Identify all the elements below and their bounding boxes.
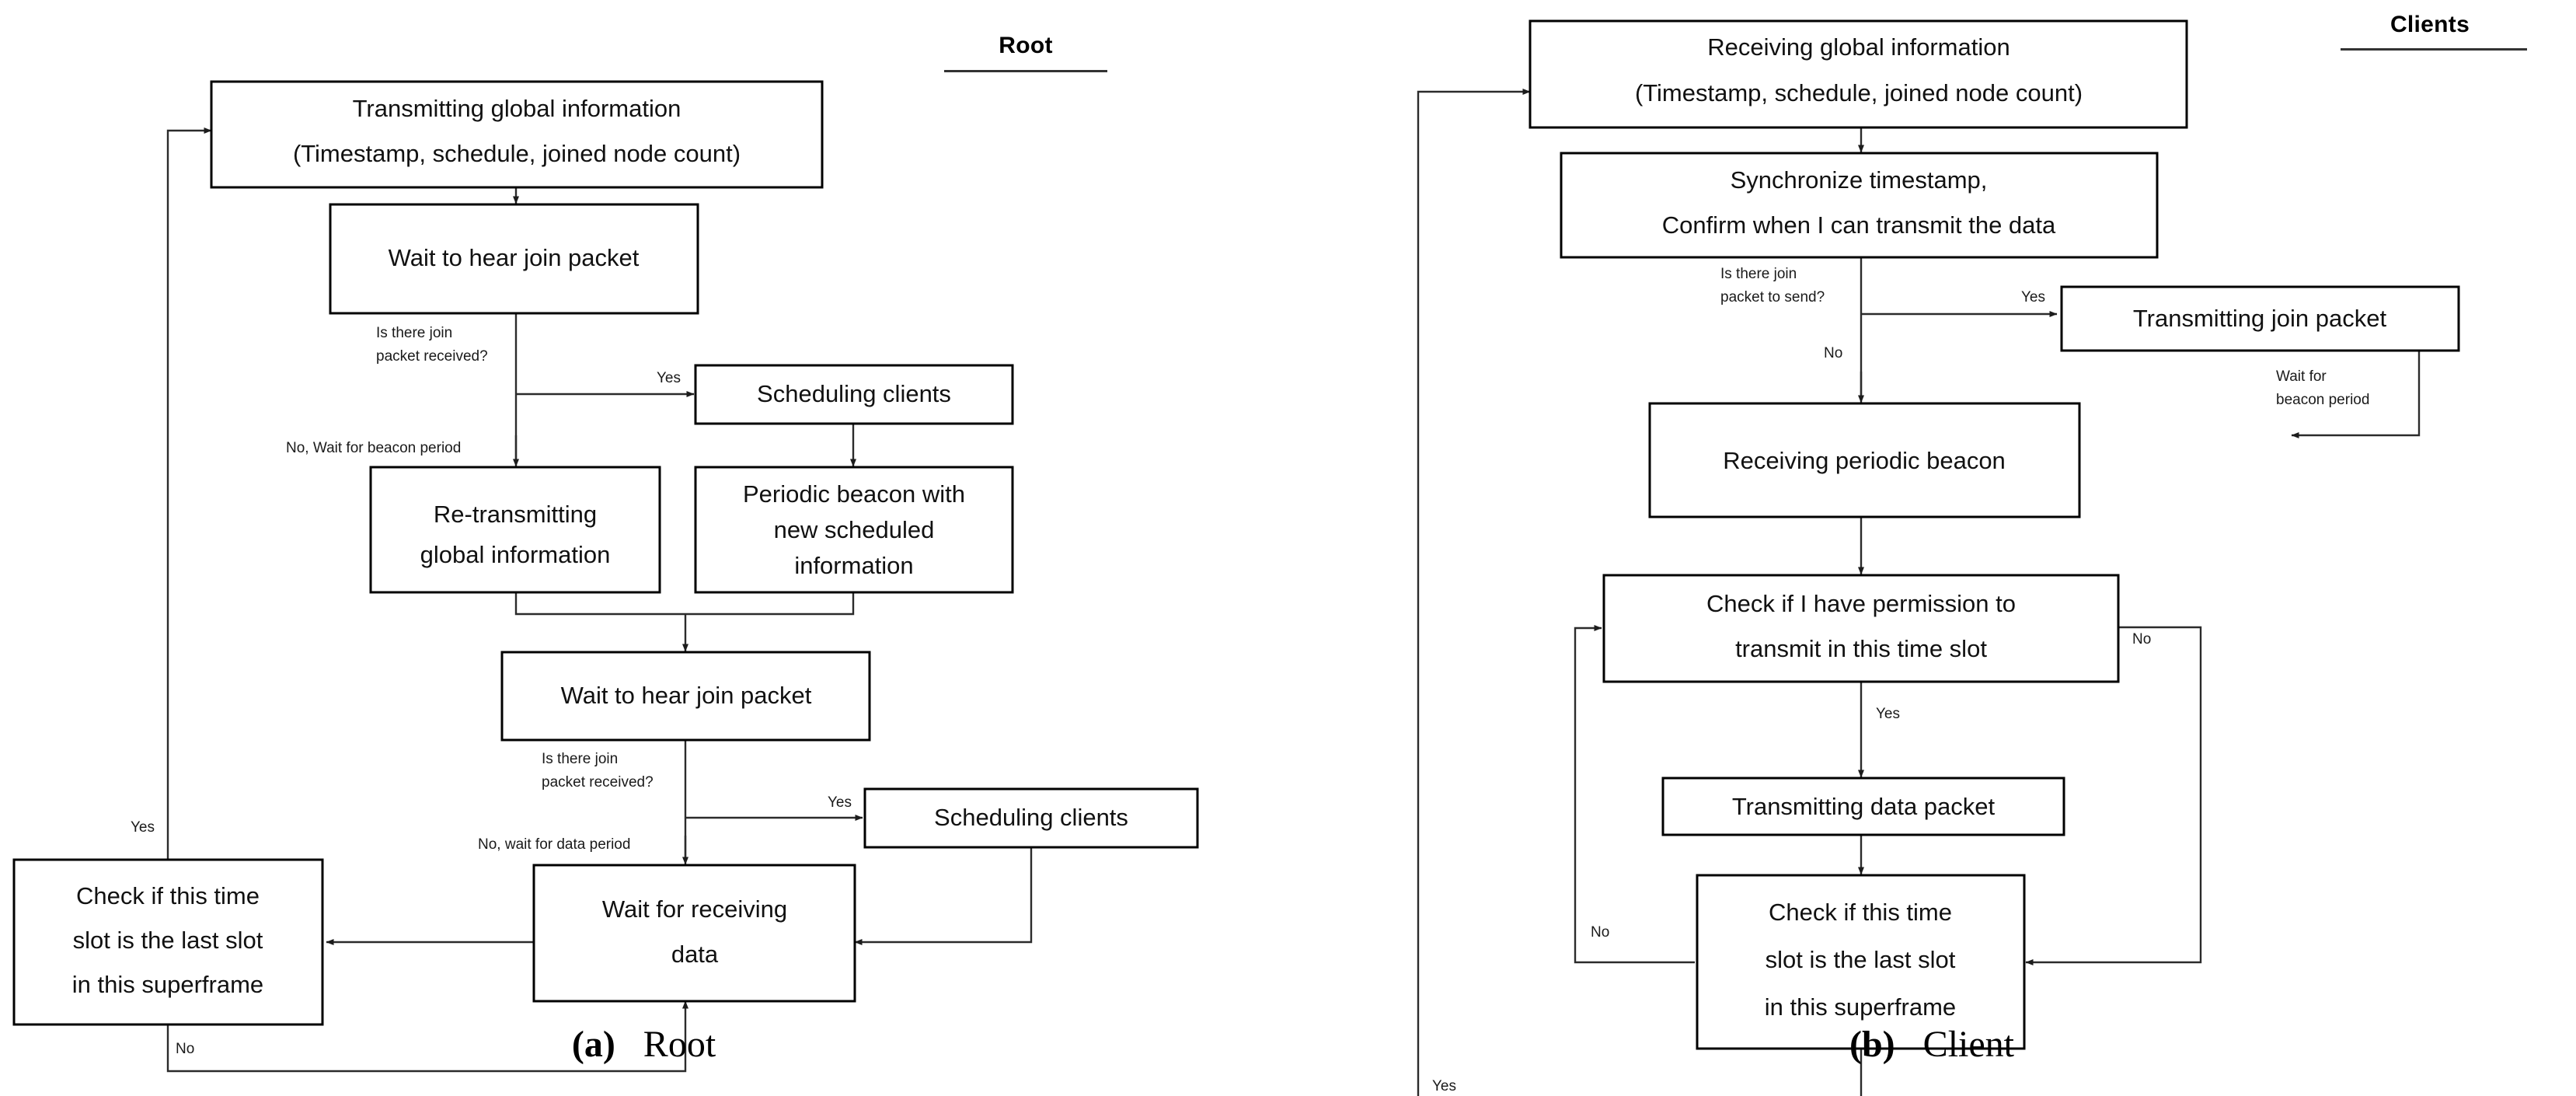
edge-beacon-merge bbox=[685, 592, 855, 616]
edge-label-yes-join: Yes bbox=[2021, 289, 2045, 305]
edge-label-yes-loop: Yes bbox=[131, 819, 155, 836]
node-line: slot is the last slot bbox=[73, 927, 263, 954]
edge-label-is-there-join-send-a: Is there join bbox=[1720, 266, 1797, 282]
node-periodic-beacon-with-new-scheduled-information[interactable]: Periodic beacon with new scheduled infor… bbox=[694, 466, 1014, 594]
node-line: Scheduling clients bbox=[757, 380, 951, 407]
edge-checkslot-no-loop-client bbox=[1574, 625, 1695, 964]
node-line: Transmitting data packet bbox=[1732, 793, 1996, 820]
node-transmitting-global-information[interactable]: Transmitting global information (Timesta… bbox=[210, 80, 824, 189]
edge-label-no-last: No bbox=[1591, 924, 1609, 941]
node-scheduling-clients-1[interactable]: Scheduling clients bbox=[694, 364, 1014, 425]
node-line: Confirm when I can transmit the data bbox=[1662, 211, 2056, 239]
edge-label-is-there-join-1b: packet received? bbox=[376, 348, 488, 365]
node-scheduling-clients-2[interactable]: Scheduling clients bbox=[863, 787, 1199, 849]
node-line: Transmitting join packet bbox=[2133, 305, 2387, 332]
node-line: Scheduling clients bbox=[934, 804, 1128, 831]
node-receiving-periodic-beacon[interactable]: Receiving periodic beacon bbox=[1648, 402, 2081, 518]
node-check-if-permission[interactable]: Check if I have permission to transmit i… bbox=[1602, 574, 2120, 683]
node-line: Synchronize timestamp, bbox=[1731, 166, 1988, 194]
caption-client: (b) Client bbox=[1288, 1023, 2576, 1066]
node-line: (Timestamp, schedule, joined node count) bbox=[293, 140, 741, 167]
node-line: Check if I have permission to bbox=[1706, 590, 2016, 617]
node-line: in this superframe bbox=[1765, 993, 1956, 1021]
edge-checkperm-no-loop bbox=[2025, 626, 2202, 965]
caption-root: (a) Root bbox=[0, 1023, 1288, 1066]
edge-label-wait-beacon-b: beacon period bbox=[2276, 392, 2369, 408]
node-check-if-last-slot-root[interactable]: Check if this time slot is the last slot… bbox=[12, 858, 324, 1026]
node-transmitting-data-packet[interactable]: Transmitting data packet bbox=[1661, 777, 2065, 836]
edge-checkslot-yes-loop bbox=[166, 127, 212, 860]
edge-checkslot-no-loop bbox=[166, 1000, 688, 1073]
node-wait-for-receiving-data[interactable]: Wait for receiving data bbox=[532, 864, 856, 1003]
edge-checkslot-yes-loop-client bbox=[1417, 89, 1863, 1096]
edge-label-is-there-join-1a: Is there join bbox=[376, 325, 452, 341]
node-line: Check if this time bbox=[1769, 899, 1952, 926]
section-rule-clients bbox=[2341, 48, 2527, 51]
section-rule-root bbox=[944, 70, 1107, 72]
flowchart-client: Receiving global information (Timestamp,… bbox=[1417, 19, 2460, 1096]
edge-label-no-perm: No bbox=[2132, 631, 2151, 647]
node-line: in this superframe bbox=[72, 971, 263, 998]
edge-label-is-there-join-send-b: packet to send? bbox=[1720, 289, 1825, 305]
caption-index: (a) bbox=[571, 1024, 615, 1065]
node-line: Wait to hear join packet bbox=[561, 682, 812, 709]
node-line: Re-transmitting bbox=[434, 501, 597, 528]
panel-root: Root bbox=[0, 33, 1288, 1073]
caption-text: Root bbox=[643, 1024, 716, 1065]
edge-retx-merge bbox=[514, 592, 685, 616]
panel-client: Clients bbox=[1288, 0, 2576, 1096]
edge-txjoin-rxbeacon bbox=[2291, 350, 2421, 438]
caption-text: Client bbox=[1922, 1024, 2014, 1065]
edge-label-no-loop: No bbox=[176, 1041, 194, 1057]
node-synchronize-timestamp[interactable]: Synchronize timestamp, Confirm when I ca… bbox=[1560, 152, 2159, 259]
node-wait-to-hear-join-packet-1[interactable]: Wait to hear join packet bbox=[329, 203, 699, 315]
section-title-clients: Clients bbox=[2390, 12, 2470, 37]
edge-label-is-there-join-2b: packet received? bbox=[542, 774, 654, 791]
node-line: Check if this time bbox=[76, 882, 260, 909]
edge-label-no-join: No bbox=[1824, 345, 1842, 361]
node-line: Wait to hear join packet bbox=[389, 244, 640, 271]
edge-label-is-there-join-2a: Is there join bbox=[542, 751, 618, 767]
node-line: Wait for receiving bbox=[602, 895, 787, 923]
node-re-transmitting-global-information[interactable]: Re-transmitting global information bbox=[369, 466, 661, 594]
node-line: data bbox=[671, 941, 719, 968]
node-line: new scheduled bbox=[774, 516, 935, 543]
node-line: information bbox=[794, 552, 913, 579]
edge-label-no-wait-beacon: No, Wait for beacon period bbox=[286, 440, 461, 456]
node-transmitting-join-packet[interactable]: Transmitting join packet bbox=[2060, 285, 2460, 352]
edge-label-yes-1: Yes bbox=[657, 370, 681, 386]
edge-label-yes-2: Yes bbox=[828, 794, 852, 811]
node-line: Periodic beacon with bbox=[743, 480, 965, 508]
edge-label-no-wait-data: No, wait for data period bbox=[478, 836, 630, 853]
node-wait-to-hear-join-packet-2[interactable]: Wait to hear join packet bbox=[500, 651, 871, 742]
node-line: (Timestamp, schedule, joined node count) bbox=[1635, 79, 2083, 106]
edge-label-yes-perm: Yes bbox=[1876, 706, 1900, 722]
flowchart-root: Transmitting global information (Timesta… bbox=[12, 80, 1199, 1073]
node-line: Transmitting global information bbox=[353, 95, 681, 122]
node-line: slot is the last slot bbox=[1766, 946, 1956, 973]
edge-label-wait-beacon-a: Wait for bbox=[2276, 368, 2327, 385]
edge-label-yes-last: Yes bbox=[1432, 1078, 1456, 1094]
node-line: transmit in this time slot bbox=[1735, 635, 1987, 662]
node-check-if-last-slot-client[interactable]: Check if this time slot is the last slot… bbox=[1696, 874, 2026, 1050]
section-title-root: Root bbox=[999, 33, 1053, 58]
node-receiving-global-information[interactable]: Receiving global information (Timestamp,… bbox=[1529, 19, 2188, 129]
caption-index: (b) bbox=[1849, 1024, 1895, 1065]
node-line: Receiving periodic beacon bbox=[1723, 447, 2006, 474]
node-line: global information bbox=[420, 541, 611, 568]
node-line: Receiving global information bbox=[1707, 33, 2010, 61]
edge-sched2-waitdata bbox=[854, 847, 1033, 945]
